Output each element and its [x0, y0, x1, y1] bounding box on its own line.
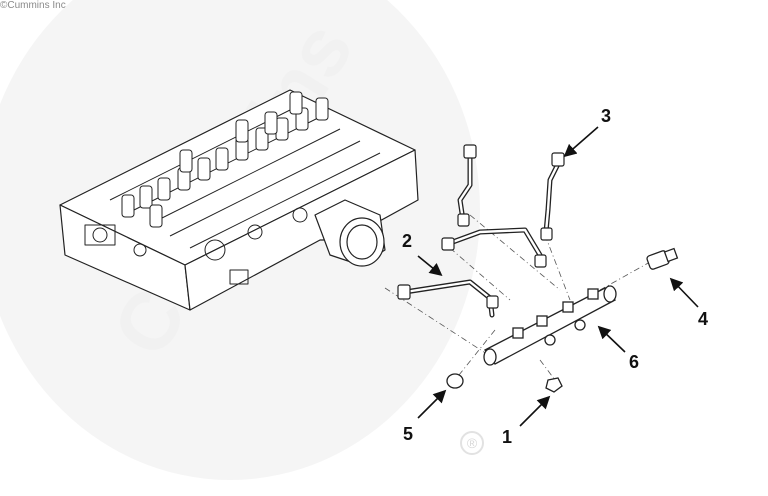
fuel-rail: [483, 285, 617, 366]
callout-6: 6: [629, 352, 639, 372]
plug: [446, 373, 464, 389]
mounting-screw: [545, 377, 563, 393]
registered-mark: ®: [467, 435, 478, 451]
alignment-lines: [384, 214, 651, 381]
callout-2: 2: [402, 231, 412, 251]
copyright-text: ©Cummins Inc: [0, 0, 66, 11]
callout-3: 3: [601, 106, 611, 126]
pressure-sensor: [646, 247, 679, 270]
callout-4: 4: [698, 309, 708, 329]
callout-5: 5: [403, 424, 413, 444]
callout-1: 1: [502, 427, 512, 447]
callout-leaders: [417, 126, 699, 427]
cylinder-head: [59, 89, 419, 311]
